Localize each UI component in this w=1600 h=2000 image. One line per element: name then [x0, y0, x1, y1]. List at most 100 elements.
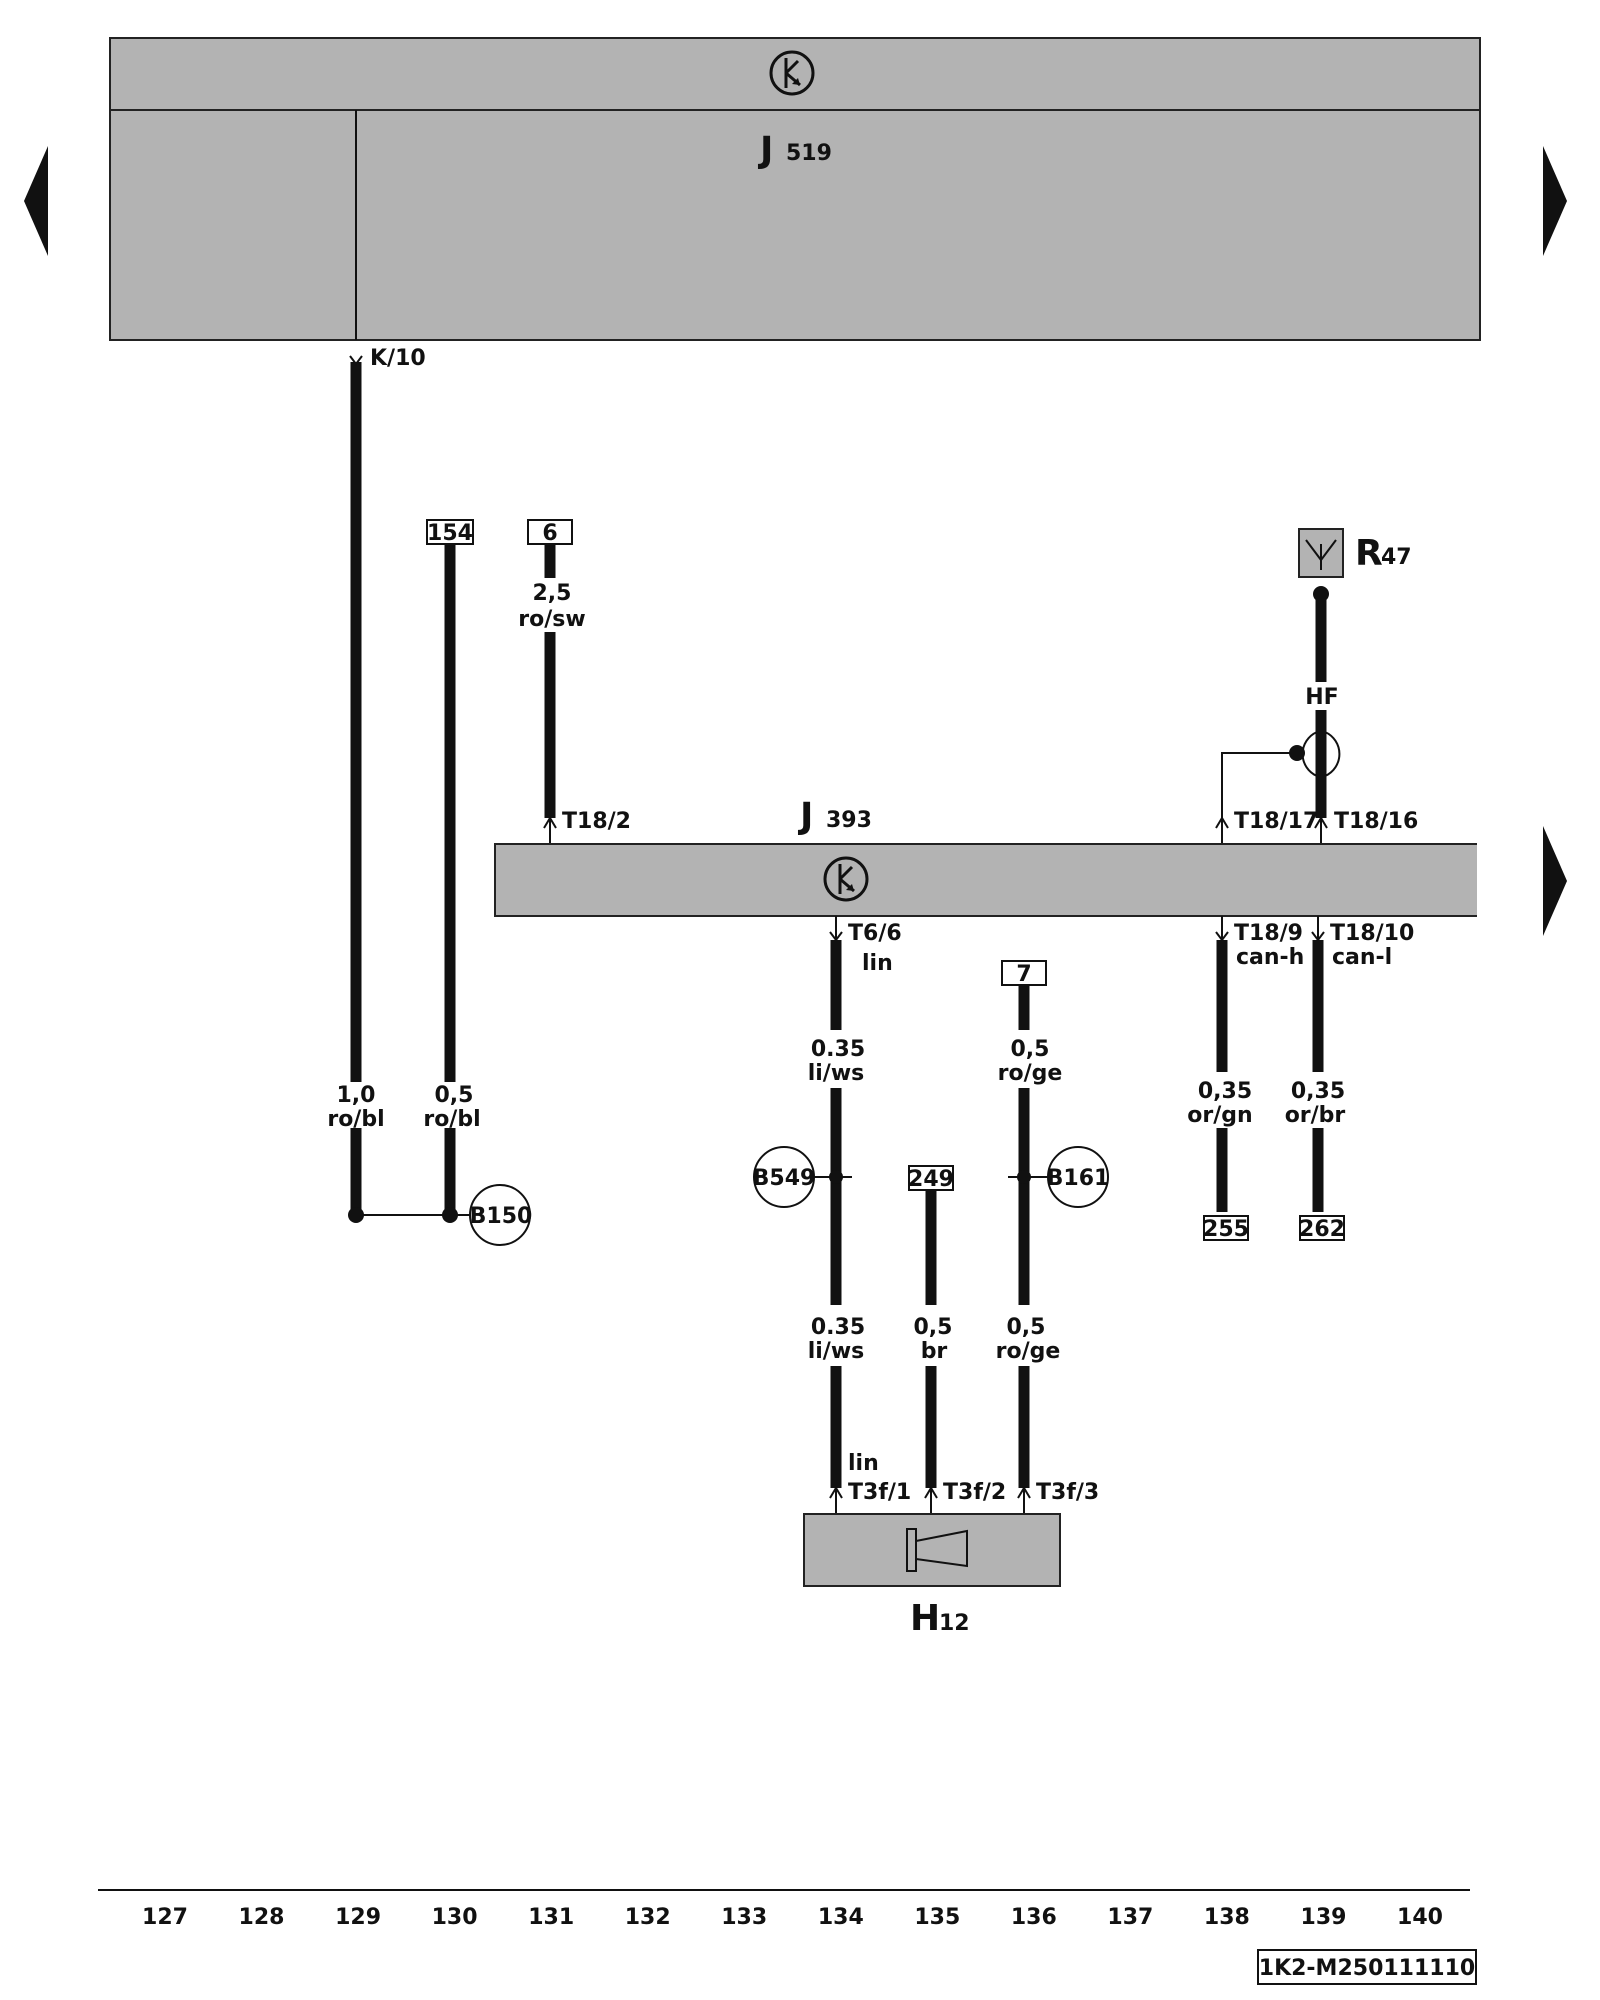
wire-ref-7[interactable]: 7 0,5 ro/ge 0,5 ro/ge: [996, 960, 1063, 1488]
column-number: 129: [335, 1905, 381, 1930]
reference-box-255: [1203, 1215, 1249, 1241]
column-number: 137: [1107, 1905, 1153, 1930]
wire-size: 0,5: [435, 1083, 474, 1108]
pin-k10: K/10: [370, 346, 426, 371]
reference-7: 7: [1016, 962, 1031, 987]
reference-249: 249: [908, 1167, 954, 1192]
signal-can-l: can-l: [1332, 945, 1392, 970]
signal-lin: lin: [848, 1451, 879, 1476]
wire-ref-249[interactable]: 249 0,5 br: [908, 1165, 954, 1488]
pin-t3f-1[interactable]: T3f/1: [829, 1480, 911, 1514]
wire-lin[interactable]: T6/6 lin 0.35 li/ws 0.35 li/ws lin: [808, 916, 902, 1488]
wire-size: 0.35: [811, 1315, 865, 1340]
wire-size: 0,35: [1291, 1079, 1345, 1104]
horn-body: [803, 1513, 1061, 1587]
wire-color: ro/ge: [998, 1061, 1063, 1086]
h12-number: 12: [939, 1611, 970, 1636]
column-number: 140: [1397, 1905, 1443, 1930]
reference-box-262: [1299, 1215, 1345, 1241]
r47-number: 47: [1381, 545, 1412, 570]
pin-label: T3f/1: [848, 1480, 911, 1505]
r47-letter: R: [1355, 533, 1383, 574]
pin-t6-6: T6/6: [848, 921, 902, 946]
wire-ref-6[interactable]: 6 2,5 ro/sw T18/2: [518, 519, 631, 844]
wire-size: 1,0: [337, 1083, 376, 1108]
wire-color: ro/bl: [423, 1107, 480, 1132]
column-number: 135: [914, 1905, 960, 1930]
column-number: 130: [432, 1905, 478, 1930]
diagram-code-label: 1K2-M250111110: [1259, 1956, 1475, 1981]
wire-can-h[interactable]: T18/9 can-h 0,35 or/gn 255: [1187, 916, 1304, 1242]
wire-color: ro/bl: [327, 1107, 384, 1132]
pin-label: T3f/2: [943, 1480, 1006, 1505]
antenna-icon: [1305, 539, 1337, 570]
j393-letter: J: [797, 796, 813, 837]
splice-b549[interactable]: B549: [753, 1146, 816, 1208]
diagram-code: 1K2-M250111110: [1257, 1949, 1477, 1985]
splice-b161[interactable]: B161: [1047, 1146, 1110, 1208]
column-number: 128: [239, 1905, 285, 1930]
control-unit-j519: J 519: [109, 37, 1481, 341]
wire-color: or/gn: [1187, 1103, 1252, 1128]
j519-letter: J: [757, 130, 773, 171]
j519-header-bar: [109, 37, 1481, 111]
column-number: 134: [818, 1905, 864, 1930]
junction-dot: [348, 1207, 364, 1223]
wire-size: 2,5: [533, 581, 572, 606]
j393-number: 393: [826, 808, 872, 833]
cable-shield: [1221, 731, 1341, 818]
reference-6: 6: [542, 521, 557, 546]
pin-t3f-2[interactable]: T3f/2: [924, 1480, 1006, 1514]
h12-letter: H: [910, 1598, 940, 1639]
j519-body: [109, 109, 1481, 341]
next-section-arrow-icon[interactable]: [1543, 826, 1567, 936]
splice-label: B161: [1047, 1166, 1110, 1191]
wire-color: ro/ge: [996, 1339, 1061, 1364]
wire-can-l[interactable]: T18/10 can-l 0,35 or/br 262: [1285, 916, 1415, 1242]
column-number: 139: [1301, 1905, 1347, 1930]
antenna-r47[interactable]: R 47: [1298, 528, 1412, 578]
next-page-arrow-icon[interactable]: [1543, 146, 1567, 256]
pin-t18-2: T18/2: [562, 809, 631, 834]
column-number: 132: [625, 1905, 671, 1930]
j519-number: 519: [786, 141, 832, 166]
wire-color: br: [921, 1339, 948, 1364]
wire-k10[interactable]: K/10 1,0 ro/bl: [327, 346, 426, 1215]
wire-color: li/ws: [808, 1061, 865, 1086]
wire-color: or/br: [1285, 1103, 1346, 1128]
pin-label: T3f/3: [1036, 1480, 1099, 1505]
pin-shield-ground[interactable]: T18/17: [1215, 809, 1318, 844]
wire-hf[interactable]: HF T18/16: [1305, 594, 1418, 844]
pin-t18-10: T18/10: [1330, 921, 1414, 946]
signal-lin: lin: [862, 951, 893, 976]
pin-t18-9: T18/9: [1234, 921, 1303, 946]
reference-154: 154: [427, 521, 473, 546]
wire-size: 0,5: [1007, 1315, 1046, 1340]
column-number: 127: [142, 1905, 188, 1930]
wire-ref-154[interactable]: 154 0,5 ro/bl: [423, 519, 481, 1215]
pin-t18-16: T18/16: [1334, 809, 1418, 834]
wire-size: 0,5: [914, 1315, 953, 1340]
wire-size: 0,5: [1011, 1037, 1050, 1062]
column-number: 136: [1011, 1905, 1057, 1930]
horn-icon: [906, 1528, 968, 1572]
reference-box-249: [908, 1165, 954, 1191]
control-unit-j393: J 393: [494, 796, 1477, 917]
previous-page-arrow-icon[interactable]: [24, 146, 48, 256]
j393-body: [494, 843, 1477, 917]
splice-label: B150: [470, 1204, 533, 1229]
wire-color: ro/sw: [518, 607, 585, 632]
pin-t3f-3[interactable]: T3f/3: [1017, 1480, 1099, 1514]
signal-hf: HF: [1305, 685, 1338, 710]
reference-262: 262: [1299, 1217, 1345, 1242]
wire-size: 0,35: [1198, 1079, 1252, 1104]
electronic-unit-icon: [769, 50, 815, 96]
column-number: 133: [721, 1905, 767, 1930]
splice-b150[interactable]: B150: [469, 1184, 533, 1246]
splice-label: B549: [753, 1166, 816, 1191]
reference-255: 255: [1203, 1217, 1249, 1242]
wire-size: 0.35: [811, 1037, 865, 1062]
pin-t18-17: T18/17: [1234, 809, 1318, 834]
